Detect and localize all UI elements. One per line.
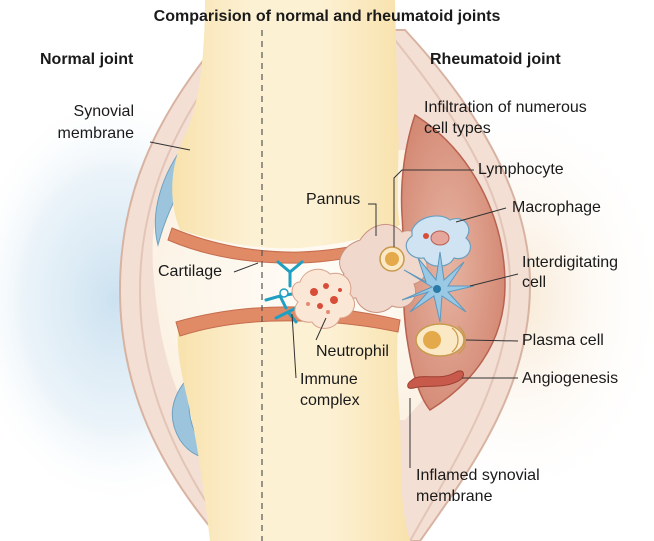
infiltration-label-line2: cell types <box>424 120 491 137</box>
neutrophil-label: Neutrophil <box>316 343 389 360</box>
infiltration-label-line1: Infiltration of numerous <box>424 99 587 116</box>
lymphocyte-icon <box>379 246 405 272</box>
immune-complex-label-line1: Immune <box>300 371 358 388</box>
lymphocyte-label: Lymphocyte <box>478 161 564 178</box>
cartilage-label: Cartilage <box>158 263 223 280</box>
interdigitating-cell-label-line2: cell <box>522 274 547 291</box>
interdigitating-cell-icon <box>401 251 475 323</box>
upper-bone <box>172 0 400 249</box>
leader-lines <box>149 141 519 468</box>
lower-bone <box>177 315 410 541</box>
pannus-label: Pannus <box>306 191 361 208</box>
normal-joint-heading: Normal joint <box>40 51 134 68</box>
angiogenesis-vessel-icon <box>407 370 464 389</box>
interdigitating-cell-label-line1: Interdigitating <box>522 254 619 271</box>
inflamed-synovial-membrane-label-line1: Inflamed synovial <box>416 467 540 484</box>
neutrophil-icon <box>291 268 355 329</box>
macrophage-label: Macrophage <box>512 199 601 216</box>
inflamed-synovial-membrane-label-line2: membrane <box>416 488 493 505</box>
angiogenesis-label: Angiogenesis <box>522 370 619 387</box>
rheumatoid-joint-heading: Rheumatoid joint <box>430 51 561 68</box>
plasma-cell-icon <box>415 323 467 357</box>
synovial-membrane-label-line1: Synovial <box>73 103 134 120</box>
macrophage-icon <box>405 215 471 267</box>
immune-complex-label-line2: complex <box>300 392 360 409</box>
synovial-membrane-label-line2: membrane <box>57 125 134 142</box>
figure-title: Comparision of normal and rheumatoid joi… <box>153 8 501 25</box>
plasma-cell-label: Plasma cell <box>522 332 604 349</box>
